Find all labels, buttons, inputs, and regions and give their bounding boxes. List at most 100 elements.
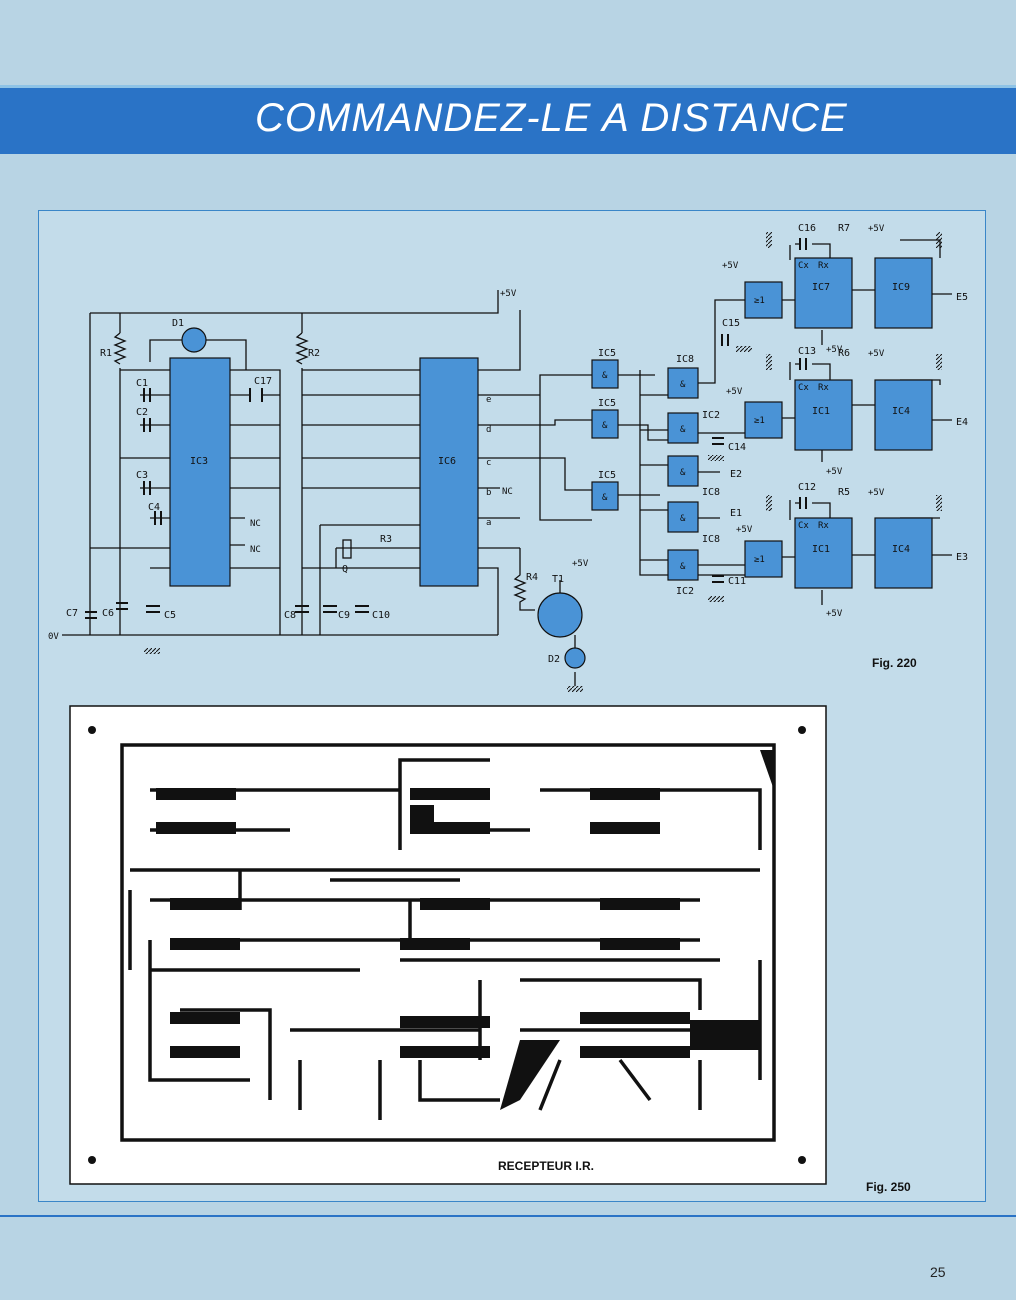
svg-text:R2: R2 — [308, 348, 320, 359]
d1-led — [181, 327, 207, 353]
svg-text:IC1: IC1 — [812, 406, 830, 417]
svg-text:R5: R5 — [838, 487, 850, 498]
svg-text:+5V: +5V — [826, 345, 843, 355]
svg-text:d: d — [486, 425, 491, 435]
svg-text:&: & — [602, 371, 608, 381]
svg-text:C15: C15 — [722, 318, 740, 329]
t1-transistor — [537, 592, 583, 638]
ic6-chip — [419, 357, 479, 587]
svg-text:NC: NC — [250, 519, 261, 529]
svg-text:T1: T1 — [552, 574, 564, 585]
svg-text:E5: E5 — [956, 292, 968, 303]
svg-text:D1: D1 — [172, 318, 184, 329]
svg-text:C10: C10 — [372, 610, 390, 621]
svg-text:+5V: +5V — [726, 387, 743, 397]
svg-text:C6: C6 — [102, 608, 114, 619]
ic3-chip — [169, 357, 231, 587]
svg-text:&: & — [602, 421, 608, 431]
svg-text:Cx: Cx — [798, 521, 809, 531]
svg-text:IC7: IC7 — [812, 282, 830, 293]
svg-text:b: b — [486, 488, 491, 498]
ic4-chip-a — [874, 379, 933, 451]
ic5-gate-2 — [591, 409, 619, 439]
svg-text:+5V: +5V — [722, 261, 739, 271]
ic1-chip-b — [794, 517, 853, 589]
svg-text:C12: C12 — [798, 482, 816, 493]
svg-text:R6: R6 — [838, 348, 850, 359]
or-gate-1 — [744, 281, 783, 319]
svg-text:C17: C17 — [254, 376, 272, 387]
svg-text:+5V: +5V — [826, 467, 843, 477]
page-title: COMMANDEZ-LE A DISTANCE — [255, 96, 848, 140]
svg-text:≥1: ≥1 — [754, 416, 765, 426]
svg-text:IC8: IC8 — [676, 354, 694, 365]
crystal-q — [342, 539, 352, 559]
or-gate-2 — [744, 401, 783, 439]
footer-rule — [0, 1215, 1016, 1217]
svg-text:Rx: Rx — [818, 261, 829, 271]
svg-text:Rx: Rx — [818, 521, 829, 531]
svg-text:C14: C14 — [728, 442, 746, 453]
svg-text:Cx: Cx — [798, 383, 809, 393]
svg-text:IC2: IC2 — [676, 586, 694, 597]
svg-text:IC8: IC8 — [702, 534, 720, 545]
svg-text:0V: 0V — [48, 632, 59, 642]
svg-text:&: & — [680, 380, 686, 390]
svg-text:+5V: +5V — [500, 289, 517, 299]
ic9-chip — [874, 257, 933, 329]
svg-text:R1: R1 — [100, 348, 112, 359]
svg-text:IC8: IC8 — [702, 487, 720, 498]
svg-text:+5V: +5V — [868, 488, 885, 498]
svg-text:E3: E3 — [956, 552, 968, 563]
svg-text:C1: C1 — [136, 378, 148, 389]
ic8-gate-3 — [667, 501, 699, 533]
svg-text:E1: E1 — [730, 508, 742, 519]
board-figure-label: Fig. 250 — [866, 1180, 911, 1194]
svg-text:IC6: IC6 — [438, 456, 456, 467]
svg-text:R4: R4 — [526, 572, 538, 583]
svg-text:&: & — [602, 493, 608, 503]
svg-text:IC3: IC3 — [190, 456, 208, 467]
ic7-chip — [794, 257, 853, 329]
svg-text:≥1: ≥1 — [754, 296, 765, 306]
svg-text:C2: C2 — [136, 407, 148, 418]
svg-text:+5V: +5V — [826, 609, 843, 619]
svg-text:IC5: IC5 — [598, 398, 616, 409]
svg-text:IC2: IC2 — [702, 410, 720, 421]
svg-text:D2: D2 — [548, 654, 560, 665]
svg-text:C5: C5 — [164, 610, 176, 621]
ic5-gate-3 — [591, 481, 619, 511]
svg-text:C8: C8 — [284, 610, 296, 621]
svg-text:IC1: IC1 — [812, 544, 830, 555]
svg-text:C7: C7 — [66, 608, 78, 619]
svg-text:E4: E4 — [956, 417, 968, 428]
svg-text:IC4: IC4 — [892, 406, 910, 417]
ic4-chip-b — [874, 517, 933, 589]
svg-text:&: & — [680, 425, 686, 435]
board-caption: RECEPTEUR I.R. — [498, 1159, 595, 1173]
d2-led — [564, 647, 586, 669]
svg-text:R7: R7 — [838, 223, 850, 234]
svg-text:c: c — [486, 458, 491, 468]
svg-text:C3: C3 — [136, 470, 148, 481]
svg-text:C13: C13 — [798, 346, 816, 357]
svg-text:+5V: +5V — [572, 559, 589, 569]
ic2-gate-2 — [667, 549, 699, 581]
svg-text:+5V: +5V — [736, 525, 753, 535]
svg-text:IC9: IC9 — [892, 282, 910, 293]
svg-text:E2: E2 — [730, 469, 742, 480]
title-banner: COMMANDEZ-LE A DISTANCE — [0, 85, 1016, 154]
svg-text:&: & — [680, 468, 686, 478]
or-gate-3 — [744, 540, 783, 578]
ic5-gate-1 — [591, 359, 619, 389]
page-number: 25 — [930, 1264, 946, 1280]
svg-text:C4: C4 — [148, 502, 160, 513]
svg-text:+5V: +5V — [868, 349, 885, 359]
svg-text:C16: C16 — [798, 223, 816, 234]
ic8-gate-2 — [667, 455, 699, 487]
ic2-gate-1 — [667, 412, 699, 444]
svg-text:IC5: IC5 — [598, 348, 616, 359]
svg-text:&: & — [680, 514, 686, 524]
